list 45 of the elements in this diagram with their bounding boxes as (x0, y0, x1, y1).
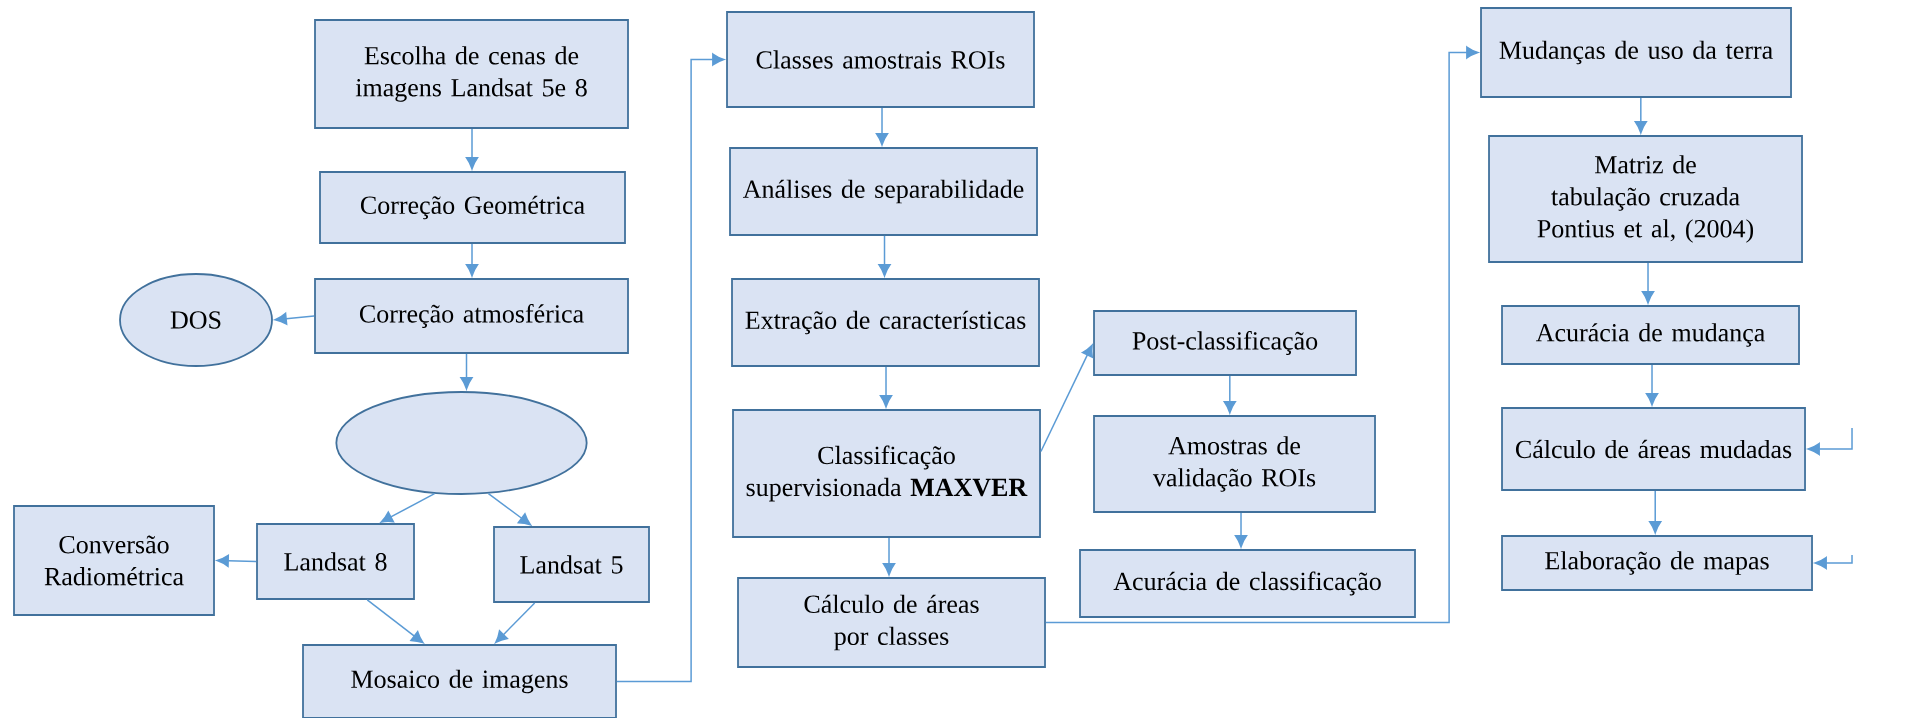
arrow (1040, 344, 1094, 453)
process-box: Acurácia de mudança (1501, 305, 1800, 365)
process-box: Classes amostrais ROIs (726, 11, 1035, 108)
process-box: Classificação supervisionada MAXVER (732, 409, 1041, 538)
process-box: Elaboração de mapas (1501, 535, 1813, 591)
process-box: Escolha de cenas de imagens Landsat 5e 8 (314, 19, 629, 129)
process-box: Amostras de validação ROIs (1093, 415, 1376, 513)
arrow (879, 366, 893, 408)
arrow (878, 235, 891, 277)
arrow (380, 492, 436, 523)
arrow (216, 554, 257, 568)
arrow (1223, 375, 1237, 414)
arrow (460, 353, 473, 390)
arrow (465, 128, 479, 170)
arrow (465, 243, 479, 277)
arrow (1045, 46, 1479, 624)
arrow (1234, 512, 1248, 548)
empty-ellipse (335, 391, 588, 495)
arrow (487, 492, 532, 526)
process-box: Mudanças de uso da terra (1480, 7, 1792, 98)
process-box: Mosaico de imagens (302, 644, 617, 718)
process-box: Post-classificação (1093, 310, 1357, 376)
arrow (1649, 490, 1662, 534)
arrow (1641, 262, 1655, 304)
process-box: Análises de separabilidade (729, 147, 1038, 236)
arrow (1807, 427, 1853, 456)
arrow (1645, 364, 1659, 406)
arrow (882, 537, 896, 576)
process-box: Extração de características (731, 278, 1040, 367)
process-box: Cálculo de áreas mudadas (1501, 407, 1806, 491)
arrow (875, 107, 889, 146)
arrow (495, 602, 536, 644)
process-box: Landsat 5 (493, 526, 650, 603)
arrow (616, 53, 725, 683)
process-box: Correção atmosférica (314, 278, 629, 354)
arrow (366, 599, 424, 644)
process-box: Conversão Radiométrica (13, 505, 215, 616)
arrow (1814, 554, 1853, 570)
process-box: Landsat 8 (256, 523, 415, 600)
arrow (274, 312, 315, 325)
process-box: Acurácia de classificação (1079, 549, 1416, 618)
process-box: Correção Geométrica (319, 171, 626, 244)
arrow (1634, 97, 1648, 134)
process-box: Matriz de tabulação cruzada Pontius et al, (2004) (1488, 135, 1803, 263)
process-box: Cálculo de áreas por classes (737, 577, 1046, 668)
